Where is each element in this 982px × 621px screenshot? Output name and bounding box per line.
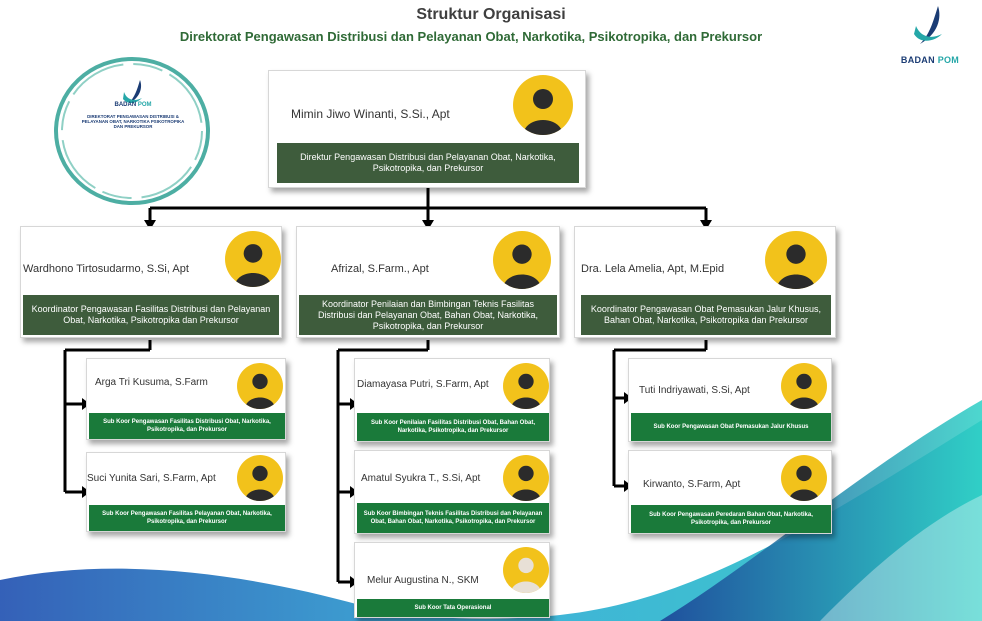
badge-ring-icon (54, 57, 210, 205)
staff-role: Sub Koor Pengawasan Fasilitas Pelayanan … (89, 505, 285, 531)
coordinator-role: Koordinator Pengawasan Fasilitas Distrib… (23, 295, 279, 335)
staff-name: Suci Yunita Sari, S.Farm, Apt (87, 473, 216, 484)
coordinator-role: Koordinator Pengawasan Obat Pemasukan Ja… (581, 295, 831, 335)
coordinator-card: Dra. Lela Amelia, Apt, M.Epid Koordinato… (574, 226, 836, 338)
director-name: Mimin Jiwo Winanti, S.Si., Apt (291, 107, 450, 121)
staff-photo (503, 455, 549, 501)
staff-role: Sub Koor Pengawasan Fasilitas Distribusi… (89, 413, 285, 439)
staff-name: Tuti Indriyawati, S.Si, Apt (639, 385, 750, 396)
badge-unit-text: DIREKTORAT PENGAWASAN DISTRIBUSI & PELAY… (81, 114, 185, 129)
staff-role: Sub Koor Tata Operasional (357, 599, 549, 617)
coordinator-photo (225, 231, 281, 287)
coordinator-card: Afrizal, S.Farm., Apt Koordinator Penila… (296, 226, 560, 338)
coordinator-role: Koordinator Penilaian dan Bimbingan Tekn… (299, 295, 557, 335)
staff-card: Tuti Indriyawati, S.Si, Apt Sub Koor Pen… (628, 358, 832, 442)
staff-role: Sub Koor Pengawasan Peredaran Bahan Obat… (631, 505, 831, 533)
staff-name: Melur Augustina N., SKM (367, 575, 479, 586)
coordinator-name: Wardhono Tirtosudarmo, S.Si, Apt (23, 263, 189, 275)
page-subtitle: Direktorat Pengawasan Distribusi dan Pel… (179, 29, 763, 44)
coordinator-card: Wardhono Tirtosudarmo, S.Si, Apt Koordin… (20, 226, 282, 338)
staff-role: Sub Koor Penilaian Fasilitas Distribusi … (357, 413, 549, 441)
director-photo (513, 75, 573, 135)
badan-pom-swoosh-icon (914, 6, 942, 44)
staff-name: Arga Tri Kusuma, S.Farm (95, 377, 208, 388)
badan-pom-logo: BADAN POM (888, 4, 972, 66)
staff-photo (503, 547, 549, 593)
staff-name: Diamayasa Putri, S.Farm, Apt (357, 379, 489, 390)
coordinator-photo (765, 231, 827, 289)
staff-photo (237, 363, 283, 409)
logo-brand-accent: POM (937, 55, 960, 65)
staff-name: Kirwanto, S.Farm, Apt (643, 479, 741, 490)
badge-brand-accent: POM (137, 102, 152, 108)
staff-card: Melur Augustina N., SKM Sub Koor Tata Op… (354, 542, 550, 618)
staff-role: Sub Koor Bimbingan Teknis Fasilitas Dist… (357, 503, 549, 533)
staff-photo (237, 455, 283, 501)
coordinator-name: Afrizal, S.Farm., Apt (331, 263, 429, 275)
page-title: Struktur Organisasi (416, 6, 566, 23)
directorate-badge: BADAN POM DIREKTORAT PENGAWASAN DISTRIBU… (48, 52, 216, 210)
staff-photo (781, 455, 827, 501)
staff-photo (781, 363, 827, 409)
staff-photo (503, 363, 549, 409)
director-card: Mimin Jiwo Winanti, S.Si., Apt Direktur … (268, 70, 586, 188)
director-role: Direktur Pengawasan Distribusi dan Pelay… (277, 143, 579, 183)
staff-role: Sub Koor Pengawasan Obat Pemasukan Jalur… (631, 413, 831, 441)
staff-card: Diamayasa Putri, S.Farm, Apt Sub Koor Pe… (354, 358, 550, 442)
staff-card: Arga Tri Kusuma, S.Farm Sub Koor Pengawa… (86, 358, 286, 440)
coordinator-name: Dra. Lela Amelia, Apt, M.Epid (581, 263, 725, 275)
coordinator-photo (493, 231, 551, 289)
staff-card: Suci Yunita Sari, S.Farm, Apt Sub Koor P… (86, 452, 286, 532)
staff-card: Kirwanto, S.Farm, Apt Sub Koor Pengawasa… (628, 450, 832, 534)
logo-brand-main: BADAN (900, 55, 935, 65)
badge-brand-main: BADAN (114, 102, 137, 108)
staff-name: Amatul Syukra T., S.Si, Apt (361, 473, 481, 484)
staff-card: Amatul Syukra T., S.Si, Apt Sub Koor Bim… (354, 450, 550, 534)
